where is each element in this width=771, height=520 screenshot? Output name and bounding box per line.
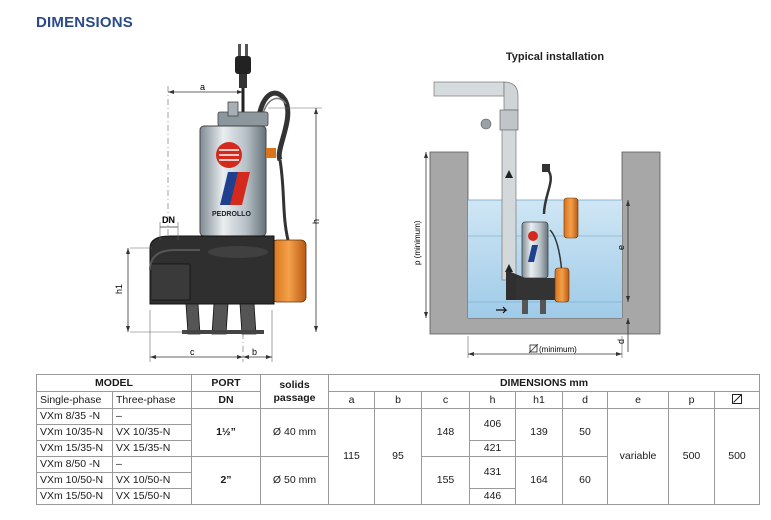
page-title: DIMENSIONS bbox=[36, 14, 134, 31]
installation-caption: Typical installation bbox=[505, 51, 605, 63]
header-h1: h1 bbox=[515, 391, 563, 409]
header-three-phase: Three-phase bbox=[112, 391, 192, 409]
table-row: VXm 15/50-N VX 15/50-N 446 bbox=[36, 488, 760, 505]
header-h: h bbox=[469, 391, 516, 409]
svg-text:e: e bbox=[616, 245, 626, 250]
table-row: VXm 8/35 -N – 1½” Ø 40 mm 115 95 148 406… bbox=[36, 408, 760, 505]
svg-text:DN: DN bbox=[162, 215, 175, 225]
header-model: MODEL bbox=[36, 374, 192, 392]
header-b: b bbox=[374, 391, 422, 409]
header-p: p bbox=[668, 391, 715, 409]
header-dn: DN bbox=[191, 391, 261, 409]
header-a: a bbox=[328, 391, 375, 409]
svg-text:h1: h1 bbox=[114, 284, 124, 294]
header-e: e bbox=[607, 391, 669, 409]
svg-text:h: h bbox=[311, 219, 321, 224]
svg-text:d: d bbox=[616, 339, 626, 344]
table-row: VXm 10/35-N VX 10/35-N bbox=[36, 424, 760, 441]
installation-drawing: p (minimum) e d (minimum) bbox=[413, 81, 661, 358]
header-d: d bbox=[562, 391, 608, 409]
header-dimensions: DIMENSIONS mm bbox=[328, 374, 760, 392]
header-port: PORT bbox=[191, 374, 261, 392]
svg-text:c: c bbox=[190, 347, 195, 357]
header-single-phase: Single-phase bbox=[36, 391, 113, 409]
svg-text:PEDROLLO: PEDROLLO bbox=[212, 211, 251, 218]
header-square-icon bbox=[714, 391, 760, 409]
table-row: VXm 15/35-N VX 15/35-N 421 bbox=[36, 440, 760, 457]
dim-a-label: a bbox=[200, 82, 205, 92]
svg-text:(minimum): (minimum) bbox=[539, 345, 577, 354]
installation-p-label: p (minimum) bbox=[413, 220, 422, 265]
svg-text:b: b bbox=[252, 347, 257, 357]
pump-drawing: a PEDROLLO h bbox=[114, 44, 322, 362]
table-subheader-row: Single-phase Three-phase DN a b c h h1 d… bbox=[36, 391, 760, 409]
dimension-drawings: a PEDROLLO h bbox=[114, 44, 661, 362]
table-row: VXm 8/50 -N – 2” Ø 50 mm 155 431 164 60 bbox=[36, 456, 760, 505]
header-c: c bbox=[421, 391, 470, 409]
